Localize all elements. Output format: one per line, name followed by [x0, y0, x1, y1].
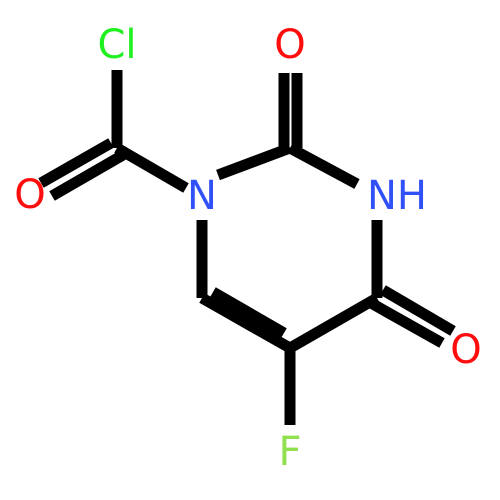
atom-fluorine-label: F [278, 429, 301, 475]
bond-c5-c6-b [210, 287, 287, 338]
atom-labels: Cl O O N NH O F [14, 22, 481, 475]
bond-c4-o-right-b [380, 285, 456, 336]
atom-oxygen-top-label: O [274, 22, 305, 68]
bond-c-o-left-b [49, 150, 126, 201]
bond-c4-c5 [287, 293, 380, 353]
atom-oxygen-left-label: O [14, 172, 45, 218]
bonds [38, 70, 456, 425]
bond-c4-o-right-a [368, 298, 445, 348]
bond-n1-c2 [216, 142, 292, 181]
bond-c2-nh [287, 143, 360, 189]
atom-nitrogen-label: N [187, 173, 217, 219]
atom-chlorine-label: Cl [97, 22, 136, 68]
bond-c-n1 [114, 143, 189, 193]
atom-nh-label: NH [367, 173, 427, 219]
atom-oxygen-right-label: O [450, 327, 481, 373]
bond-c-o-left-a [38, 138, 114, 188]
bond-c5-c6-a [199, 293, 293, 353]
